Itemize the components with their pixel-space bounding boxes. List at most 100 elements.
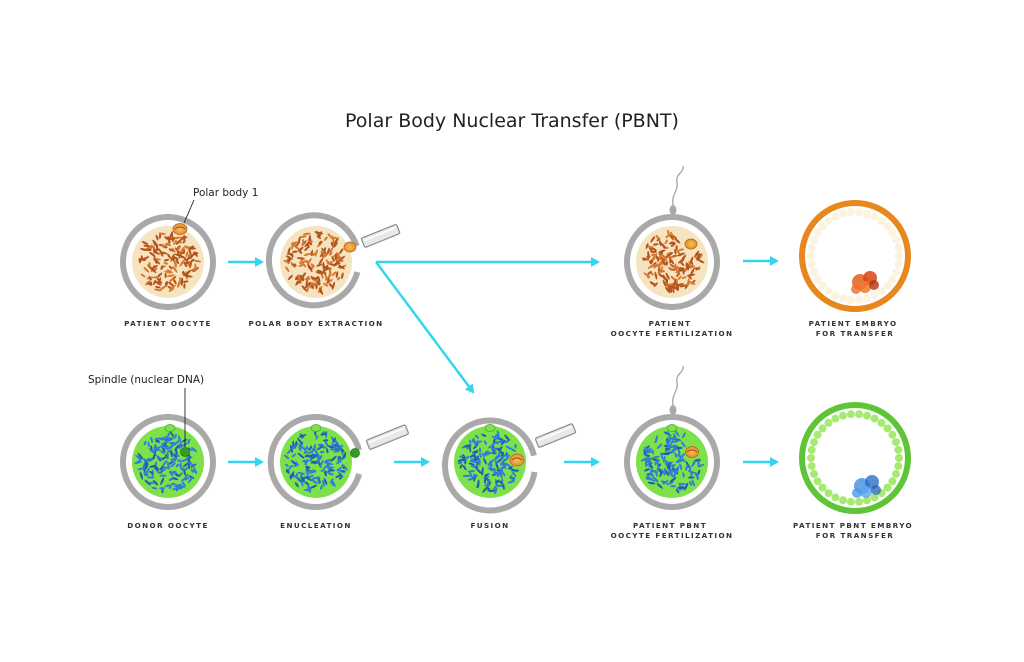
mitochondrion bbox=[160, 265, 164, 270]
mitochondrion bbox=[472, 473, 478, 477]
mitochondrion bbox=[669, 284, 673, 293]
mitochondrion bbox=[499, 470, 503, 480]
trophectoderm-cell bbox=[810, 236, 818, 245]
mitochondrion bbox=[331, 482, 336, 486]
mitochondrion bbox=[152, 247, 156, 254]
trophectoderm-cell bbox=[839, 496, 847, 505]
mitochondrion bbox=[148, 275, 152, 281]
mitochondrion bbox=[317, 275, 321, 282]
trophectoderm-cell bbox=[839, 411, 847, 420]
mitochondrion bbox=[643, 447, 651, 451]
mitochondrion bbox=[336, 466, 343, 472]
mitochondrion bbox=[694, 458, 701, 462]
mitochondrion bbox=[311, 479, 319, 485]
mitochondrion bbox=[311, 252, 317, 257]
mitochondrion bbox=[336, 259, 339, 265]
mitochondrion bbox=[194, 263, 197, 272]
mitochondrion bbox=[315, 271, 323, 275]
mitochondrion bbox=[674, 429, 680, 437]
mitochondrion bbox=[137, 452, 144, 460]
trophectoderm-cell bbox=[883, 281, 892, 290]
mitochondrion bbox=[146, 282, 153, 286]
mitochondrion bbox=[165, 281, 168, 287]
mitochondrion bbox=[504, 434, 510, 441]
mitochondrion bbox=[151, 486, 158, 490]
sperm-icon bbox=[669, 165, 684, 215]
mitochondrion bbox=[494, 486, 498, 495]
mitochondrion bbox=[656, 483, 663, 489]
mitochondrion bbox=[156, 471, 163, 474]
mitochondrion bbox=[299, 473, 303, 479]
mitochondrion bbox=[143, 440, 147, 446]
mitochondrion bbox=[300, 478, 304, 487]
trophectoderm-cell bbox=[831, 493, 840, 502]
mitochondrion bbox=[679, 284, 687, 288]
mitochondrion bbox=[336, 459, 341, 465]
mitochondrion bbox=[664, 255, 668, 262]
mitochondrion bbox=[180, 246, 185, 253]
trophectoderm-cell bbox=[863, 209, 871, 218]
mitochondrion bbox=[304, 246, 309, 252]
mitochondrion bbox=[500, 439, 506, 446]
mitochondrion bbox=[290, 459, 298, 466]
mitochondrion bbox=[339, 448, 345, 453]
mitochondrion bbox=[651, 449, 655, 455]
mitochondrion bbox=[697, 463, 705, 468]
mitochondrion bbox=[143, 266, 150, 273]
mitochondrion bbox=[163, 258, 170, 262]
mitochondrion bbox=[334, 253, 337, 261]
mitochondrion bbox=[656, 443, 663, 449]
mitochondrion bbox=[652, 455, 660, 459]
mitochondrion bbox=[665, 451, 672, 455]
mitochondrion bbox=[305, 465, 311, 469]
trophectoderm-cell bbox=[894, 462, 903, 471]
mitochondrion bbox=[675, 488, 680, 494]
mitochondrion bbox=[658, 240, 662, 247]
mitochondrion bbox=[167, 432, 170, 437]
mitochondrion bbox=[327, 445, 335, 449]
trophectoderm-cell bbox=[839, 294, 847, 303]
mitochondrion bbox=[155, 467, 159, 472]
mitochondrion bbox=[171, 231, 174, 239]
mitochondrion bbox=[504, 455, 510, 462]
mitochondrion bbox=[185, 270, 192, 275]
mitochondrion bbox=[482, 452, 485, 458]
mitochondrion bbox=[159, 285, 167, 291]
mitochondrion bbox=[188, 255, 193, 259]
mitochondrion bbox=[165, 243, 172, 247]
mitochondrion bbox=[171, 453, 180, 457]
mitochondrion bbox=[298, 236, 301, 243]
mitochondrion bbox=[654, 477, 659, 483]
mitochondrion bbox=[173, 439, 180, 446]
mitochondrion bbox=[161, 447, 166, 453]
mitochondrion bbox=[323, 477, 328, 486]
mitochondrion bbox=[145, 467, 150, 475]
mitochondrion bbox=[665, 252, 674, 258]
mitochondrion bbox=[285, 463, 289, 468]
mitochondrion bbox=[660, 253, 665, 258]
mitochondrion bbox=[337, 276, 341, 281]
arrow-extraction-to-fusion bbox=[374, 261, 475, 394]
mitochondrion bbox=[484, 476, 487, 484]
trophectoderm-cell bbox=[818, 424, 827, 433]
mitochondrion bbox=[662, 279, 667, 287]
trophectoderm-cell bbox=[813, 228, 822, 237]
mitochondrion bbox=[478, 447, 482, 453]
mitochondrion bbox=[297, 248, 303, 255]
mitochondrion bbox=[474, 434, 480, 439]
mitochondrion bbox=[462, 474, 471, 478]
trophectoderm-cell bbox=[855, 295, 864, 304]
mitochondrion bbox=[184, 275, 193, 278]
mitochondrion bbox=[510, 468, 516, 472]
mitochondrion bbox=[301, 476, 311, 479]
mitochondrion bbox=[320, 468, 326, 473]
mitochondrion bbox=[335, 271, 339, 279]
mitochondrion bbox=[669, 282, 674, 286]
mitochondrion bbox=[496, 451, 501, 460]
trophectoderm-cell bbox=[894, 260, 903, 269]
mitochondrion bbox=[188, 475, 195, 479]
mitochondrion bbox=[649, 463, 653, 469]
inner-cell-mass bbox=[851, 271, 879, 294]
mitochondrion bbox=[339, 255, 346, 261]
